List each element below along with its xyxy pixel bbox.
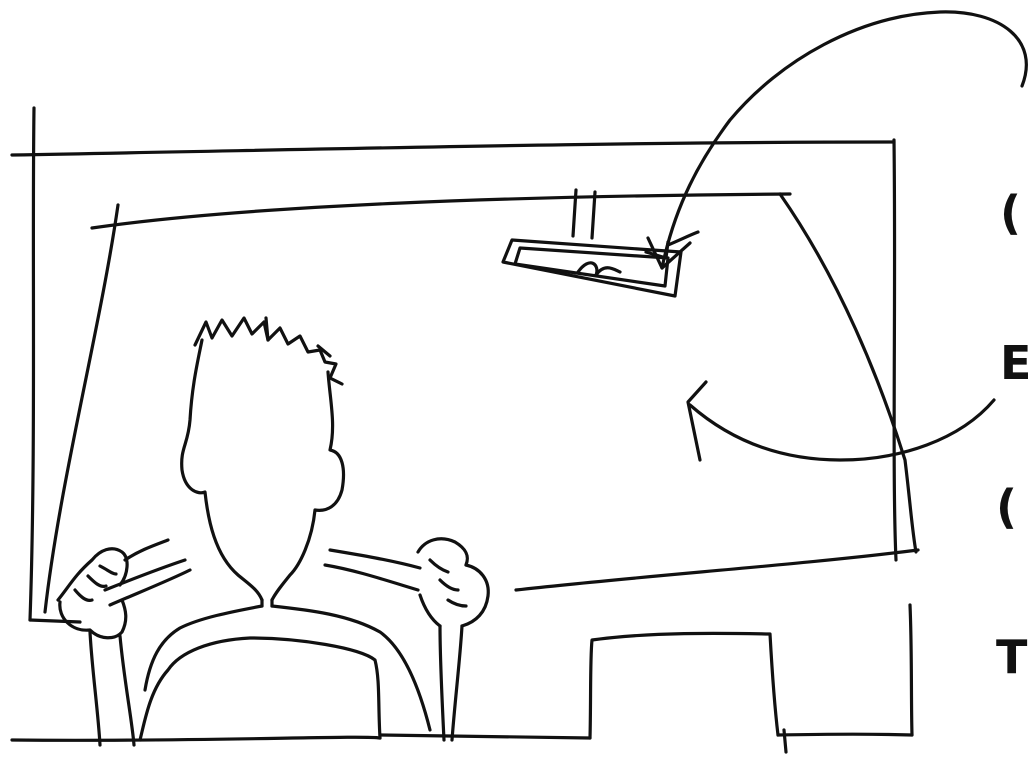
left-hand: [58, 540, 190, 745]
callout-1-line1: (: [1000, 188, 1028, 238]
dashboard: [140, 633, 912, 752]
driver-figure: [145, 318, 430, 730]
callout-label-2: ( T: [996, 382, 1028, 732]
right-hand: [325, 539, 488, 740]
callout-1-line2: E: [1000, 338, 1028, 388]
windshield: [45, 194, 918, 612]
callout-2-line2: T: [996, 632, 1028, 682]
arrow-to-mirror: [648, 12, 1026, 268]
callout-2-line1: (: [996, 482, 1028, 532]
arrow-to-windshield: [688, 382, 994, 460]
